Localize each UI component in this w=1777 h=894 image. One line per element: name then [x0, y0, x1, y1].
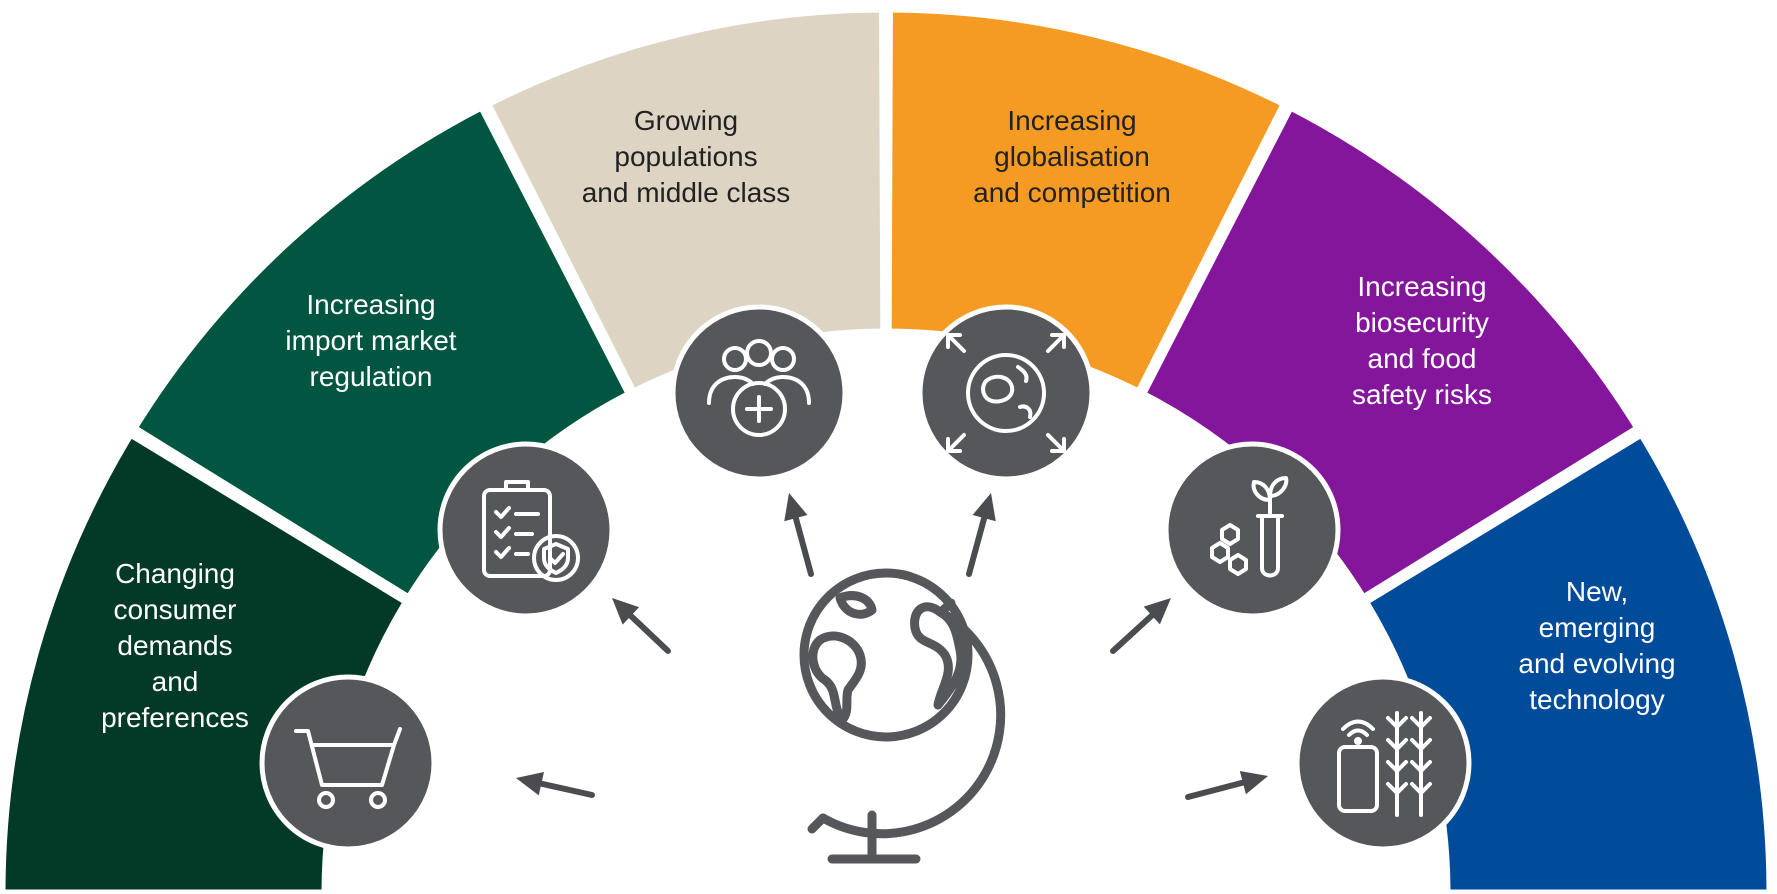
desk-globe-icon — [799, 568, 1006, 864]
arrow-3 — [784, 493, 814, 577]
segment-label-line: and evolving — [1518, 648, 1675, 679]
segment-label-4: Increasing globalisation and competition — [973, 105, 1171, 208]
arrow-2 — [612, 598, 671, 654]
plant-test-tube-molecule-icon — [1163, 441, 1341, 619]
segment-label-line: regulation — [310, 361, 433, 392]
segment-label-line: Growing — [634, 105, 738, 136]
segment-label-line: globalisation — [994, 141, 1150, 172]
segment-label-line: Increasing — [306, 289, 435, 320]
segment-label-line: import market — [285, 325, 456, 356]
segment-label-1: Changing consumer demands and preferences — [101, 558, 249, 733]
icon-circles-layer — [259, 304, 1472, 852]
segment-label-line: and — [152, 666, 199, 697]
labels-layer: Changing consumer demands and preferences Inc… — [101, 105, 1676, 733]
segment-label-line: populations — [614, 141, 757, 172]
segment-label-line: Increasing — [1007, 105, 1136, 136]
people-group-plus-icon — [670, 304, 848, 482]
segment-label-line: and middle class — [582, 177, 791, 208]
segment-label-line: safety risks — [1352, 379, 1492, 410]
smartphone-crops-signal-icon — [1294, 674, 1472, 852]
segment-label-line: demands — [117, 630, 232, 661]
segment-label-line: and competition — [973, 177, 1171, 208]
segment-label-line: New, — [1566, 576, 1628, 607]
globe-expand-arrows-icon — [917, 304, 1095, 482]
clipboard-checklist-shield-icon — [437, 441, 615, 619]
segment-label-5: Increasing biosecurity and food safety risk… — [1352, 271, 1492, 410]
segment-label-line: technology — [1529, 684, 1664, 715]
arrows-layer — [516, 493, 1268, 800]
arrow-6 — [1185, 770, 1268, 800]
arrow-1 — [516, 771, 595, 798]
segment-label-line: and food — [1368, 343, 1477, 374]
arrow-5 — [1110, 598, 1171, 654]
segment-label-line: preferences — [101, 702, 249, 733]
segment-label-line: Increasing — [1357, 271, 1486, 302]
segment-label-3: Growing populations and middle class — [582, 105, 791, 208]
segment-label-line: consumer — [114, 594, 237, 625]
segment-label-6: New, emerging and evolving technology — [1518, 576, 1675, 715]
segment-label-line: Changing — [115, 558, 235, 589]
shopping-cart-icon — [259, 674, 437, 852]
segment-label-line: biosecurity — [1355, 307, 1489, 338]
segment-label-2: Increasing import market regulation — [285, 289, 456, 392]
arrow-4 — [966, 493, 996, 577]
segment-label-line: emerging — [1539, 612, 1656, 643]
